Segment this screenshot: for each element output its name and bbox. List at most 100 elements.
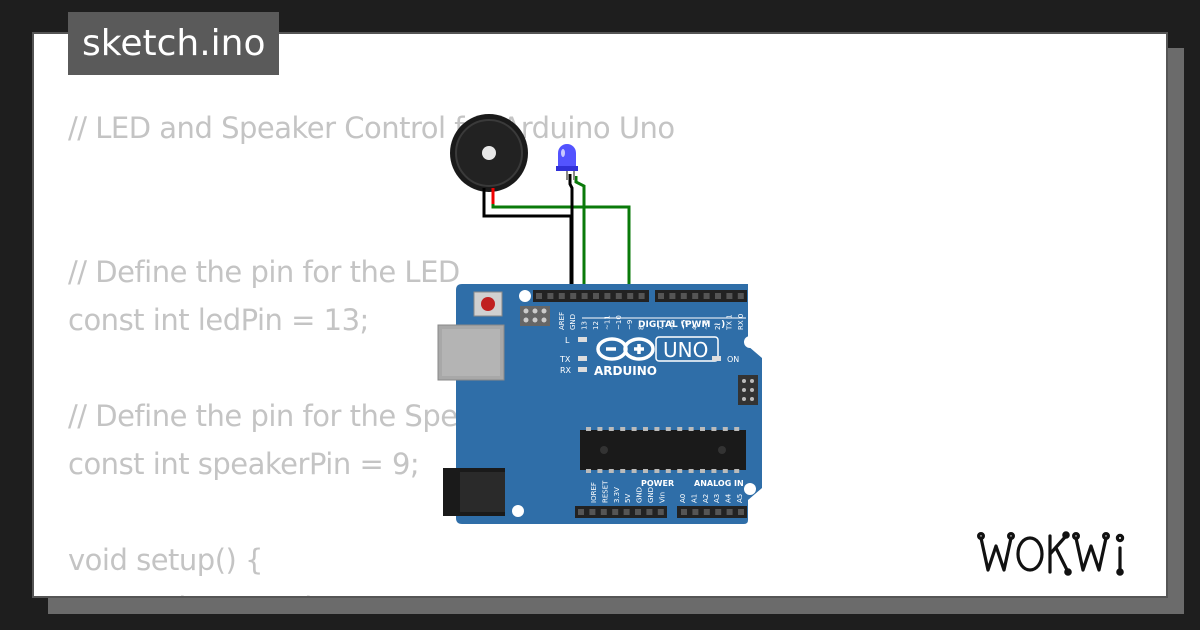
analog-pin-hole[interactable] — [738, 509, 744, 515]
digital-pin-label: 8 — [638, 326, 646, 330]
chip-pin — [654, 427, 660, 431]
digital-pin-label: ~6 — [668, 319, 676, 330]
power-pin-hole[interactable] — [600, 509, 607, 515]
digital-pin-hole[interactable] — [547, 293, 554, 299]
on-label: ON — [727, 355, 739, 364]
led-l-label: L — [565, 336, 570, 345]
digital-pin-hole[interactable] — [680, 293, 687, 299]
power-pin-hole[interactable] — [589, 509, 596, 515]
wire-led-gnd[interactable] — [568, 174, 574, 296]
digital-pin-label: ~11 — [603, 315, 611, 330]
project-title[interactable]: sketch.ino — [68, 12, 280, 75]
chip-pin — [734, 469, 740, 473]
digital-label: DIGITAL (PWM ~) — [638, 320, 725, 330]
analog-pin-hole[interactable] — [703, 509, 710, 515]
power-pin-hole[interactable] — [657, 509, 664, 515]
analog-label: ANALOG IN — [694, 479, 744, 488]
code-line: const int speakerPin = 9; — [68, 447, 420, 481]
digital-pin-hole[interactable] — [692, 293, 699, 299]
chip-pin — [597, 469, 603, 473]
chip-pin — [608, 427, 614, 431]
chip-pin — [677, 427, 683, 431]
wire-led-pin13[interactable] — [574, 176, 586, 296]
code-line: // Set the LED pin as output — [68, 584, 675, 596]
digital-pin-hole[interactable] — [658, 293, 664, 299]
analog-pin-label: A2 — [702, 494, 710, 503]
analog-pin-label: A5 — [736, 494, 744, 503]
power-pin-label: IOREF — [590, 482, 598, 503]
power-pin-hole[interactable] — [646, 509, 653, 515]
wokwi-logo — [976, 531, 1125, 576]
digital-pin-label: TX 1 — [725, 314, 733, 331]
analog-pin-hole[interactable] — [726, 509, 733, 515]
digital-pin-hole[interactable] — [558, 293, 565, 299]
chip-pin — [643, 469, 648, 473]
chip-pin — [631, 427, 637, 431]
code-listing: // LED and Speaker Control for Arduino U… — [68, 104, 675, 596]
chip-pin — [688, 469, 694, 473]
code-line: // LED and Speaker Control for Arduino U… — [68, 111, 675, 145]
power-pin-label: 5V — [624, 494, 632, 503]
power-pin-hole[interactable] — [635, 509, 641, 515]
wire-buzzer-pin9[interactable] — [491, 204, 631, 296]
digital-pin-hole[interactable] — [737, 293, 744, 299]
digital-pin-hole[interactable] — [638, 293, 645, 299]
power-pin-hole[interactable] — [612, 509, 619, 515]
board-name: UNO — [663, 338, 708, 362]
chip-pin — [700, 427, 705, 431]
chip-pin — [597, 427, 603, 431]
power-pin-label: RESET — [601, 480, 609, 503]
analog-pin-hole[interactable] — [715, 509, 722, 515]
chip-pin — [700, 469, 705, 473]
digital-pin-hole[interactable] — [604, 293, 611, 299]
chip-pin — [586, 427, 591, 431]
digital-pin-label: AREF — [558, 312, 566, 330]
chip-pin — [711, 427, 717, 431]
digital-pin-hole[interactable] — [715, 293, 721, 299]
led[interactable] — [556, 144, 578, 180]
led-tx-label: TX — [559, 355, 571, 364]
code-line: // Define the pin for the LED — [68, 255, 460, 289]
digital-pin-hole[interactable] — [703, 293, 710, 299]
power-pin-hole[interactable] — [623, 509, 630, 515]
chip-pin — [665, 427, 671, 431]
analog-pin-label: A0 — [679, 494, 687, 503]
analog-pin-label: A4 — [725, 493, 733, 503]
chip-pin — [688, 427, 694, 431]
digital-pin-label: 2 — [714, 326, 722, 330]
digital-pin-label: RX 0 — [737, 314, 745, 330]
chip-pin — [722, 427, 728, 431]
chip-pin — [620, 427, 626, 431]
digital-pin-label: ~10 — [615, 315, 623, 330]
digital-pin-hole[interactable] — [570, 293, 577, 299]
board-brand: ARDUINO — [594, 364, 657, 378]
code-line: const int ledPin = 13; — [68, 303, 369, 337]
chip-pin — [711, 469, 717, 473]
digital-pin-hole[interactable] — [726, 293, 733, 299]
buzzer[interactable] — [450, 114, 528, 196]
chip-pin — [620, 469, 626, 473]
chip-pin — [665, 469, 671, 473]
digital-pin-hole[interactable] — [593, 293, 599, 299]
wires — [482, 174, 631, 296]
analog-pin-label: A1 — [690, 494, 698, 503]
digital-pin-hole[interactable] — [615, 293, 622, 299]
chip-pin — [586, 469, 591, 473]
digital-pin-hole[interactable] — [627, 293, 634, 299]
digital-pin-hole[interactable] — [581, 293, 588, 299]
digital-pin-hole[interactable] — [669, 293, 676, 299]
digital-pin-label: GND — [569, 314, 577, 330]
digital-pin-label: ~9 — [626, 320, 634, 330]
chip-pin — [643, 427, 648, 431]
analog-pin-hole[interactable] — [692, 509, 699, 515]
digital-pin-label: ~3 — [703, 320, 711, 330]
digital-pin-hole[interactable] — [536, 293, 542, 299]
power-label: POWER — [641, 479, 674, 488]
code-line: void setup() { — [68, 543, 263, 577]
chip-pin — [631, 469, 637, 473]
analog-pin-hole[interactable] — [681, 509, 687, 515]
chip-pin — [677, 469, 683, 473]
power-pin-hole[interactable] — [578, 509, 584, 515]
